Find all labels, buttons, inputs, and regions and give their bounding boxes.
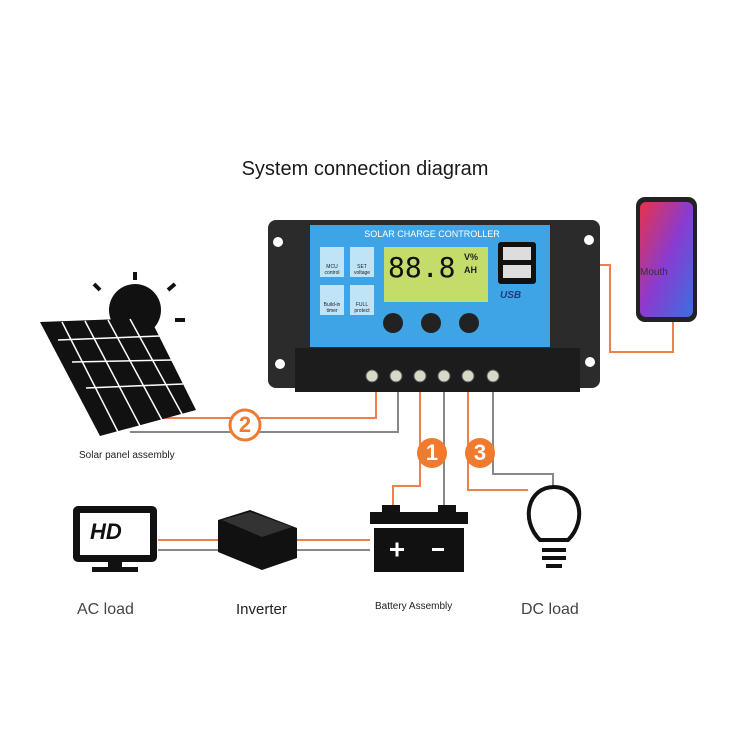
step-2-number: 2 xyxy=(238,412,252,437)
usb-label: USB xyxy=(500,290,522,301)
inverter-icon xyxy=(218,510,297,570)
controller-label: SOLAR CHARGE CONTROLLER xyxy=(364,229,500,239)
phone-icon xyxy=(636,197,697,322)
inverter-label: Inverter xyxy=(236,601,287,618)
lcd-unit-bottom: AH xyxy=(464,265,477,275)
hd-label: HD xyxy=(90,519,122,544)
feature-set: SET voltage xyxy=(353,264,371,276)
wire-solar-neg xyxy=(130,380,399,433)
step-badge-3 xyxy=(465,438,495,468)
wire-solar-pos xyxy=(130,380,377,419)
step-badge-2 xyxy=(228,408,262,442)
step-badge-1 xyxy=(417,438,447,468)
step-1-number: 1 xyxy=(425,440,439,465)
battery-label: Battery Assembly xyxy=(375,601,453,612)
battery-icon xyxy=(370,505,468,572)
diagram-title: System connection diagram xyxy=(241,158,489,180)
dc-load-bulb-icon xyxy=(526,484,582,568)
feature-timer: Build-in timer xyxy=(323,302,341,314)
lcd-unit-top: V% xyxy=(464,252,479,262)
wire-load-pos xyxy=(467,380,528,491)
lcd-value: 88.8 xyxy=(388,251,456,284)
solar-label: Solar panel assembly xyxy=(79,450,175,461)
feature-mcu: MCU control xyxy=(324,264,340,276)
solar-panel-icon xyxy=(40,272,196,436)
step-3-number: 3 xyxy=(473,440,487,465)
dc-load-label: DC load xyxy=(521,601,579,618)
wire-battery-pos xyxy=(392,380,421,508)
wire-load-neg xyxy=(492,380,554,486)
ac-load-monitor-icon xyxy=(73,506,157,572)
ac-load-label: AC load xyxy=(77,601,134,618)
solar-charge-controller xyxy=(268,220,600,392)
feature-protect: FULL protect xyxy=(354,302,370,314)
phone-label: Mouth xyxy=(640,267,668,278)
